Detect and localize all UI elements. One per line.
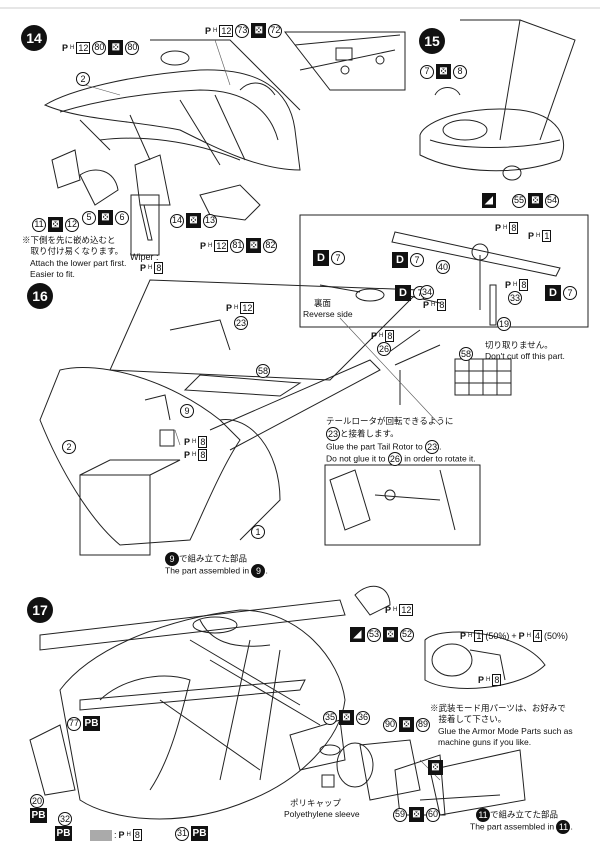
step-16-marker: 16 <box>27 283 53 309</box>
reverse-side-en: Reverse side <box>303 309 353 319</box>
part-34-label: 34 <box>420 285 434 299</box>
gray-swatch <box>90 829 112 841</box>
polycap-en: Polyethylene sleeve <box>284 809 360 819</box>
glue-icon: ⊠ <box>48 217 63 232</box>
glue-icon: ⊠ <box>186 213 201 228</box>
glue-icon: ⊠ <box>108 40 124 55</box>
glue-icon: ⊠ <box>98 210 113 225</box>
part-callout-90: 90 ⊠ 89 <box>383 717 430 732</box>
part-58-label: 58 <box>256 364 270 378</box>
tail-note-jp-1: テールロータが回転できるように <box>326 416 454 426</box>
cement-icon: ◢ <box>350 627 365 642</box>
part-callout-55: ◢ 55 ⊠ 54 <box>482 193 559 208</box>
part-pb-32: PB <box>55 826 72 841</box>
part-callout-glue-s17: ⊠ <box>428 760 443 775</box>
part-callout-5: 5 ⊠ 6 <box>82 210 129 225</box>
step-17-marker: 17 <box>27 597 53 623</box>
note-jp-14: ※下側を先に嵌め込むと 取り付け易くなります。 <box>22 235 124 256</box>
cement-icon: ◢ <box>482 193 496 208</box>
part-1-label: 1 <box>251 525 265 539</box>
part-9-label: 9 <box>180 404 194 418</box>
armor-note-jp: ※武装モード用パーツは、お好みで 接着して下さい。 <box>430 703 566 724</box>
glue-icon: ⊠ <box>383 627 398 642</box>
dont-cut-jp: 切り取りません。 <box>485 340 553 350</box>
part-33-label: 33 <box>508 291 522 305</box>
dont-cut-en: Don't cut off this part. <box>485 351 565 361</box>
part-callout-32: 32 <box>58 812 72 826</box>
glue-icon: ⊠ <box>339 710 354 725</box>
part-callout-35: 35 ⊠ 36 <box>323 710 370 725</box>
part-callout-59: 59 ⊠ 60 <box>393 807 440 822</box>
part-23-label: 23 <box>234 316 248 330</box>
glue-icon: ⊠ <box>246 238 262 253</box>
part-callout-14: 14 ⊠ 13 <box>170 213 217 228</box>
armor-note-en: Glue the Armor Mode Parts such as machin… <box>438 726 573 747</box>
glue-icon: ⊠ <box>409 807 424 822</box>
wiper-label: Wiper : <box>130 252 159 262</box>
glue-icon: ⊠ <box>436 64 451 79</box>
assembled-9-en: The part assembled in 9. <box>165 564 268 578</box>
part-2-label: 2 <box>76 72 90 86</box>
tail-note-en-1: Glue the part Tail Rotor to 23. <box>326 440 441 454</box>
step-14-marker: 14 <box>21 25 47 51</box>
part-callout-20: 20 <box>30 794 44 808</box>
glue-icon: ⊠ <box>251 23 267 38</box>
note-en-14: Attach the lower part first. Easier to f… <box>30 258 127 279</box>
assembled-11-en: The part assembled in 11. <box>470 820 573 834</box>
glue-icon: ⊠ <box>528 193 543 208</box>
part-callout-7: 7 ⊠ 8 <box>420 64 467 79</box>
part-40-label: 40 <box>436 260 450 274</box>
reverse-side-jp: 裏面 <box>314 298 332 308</box>
part-callout-53: ◢ 53 ⊠ 52 <box>350 627 414 642</box>
part-26-label: 26 <box>377 342 391 356</box>
part-19-label: 19 <box>497 317 511 331</box>
glue-icon: ⊠ <box>428 760 443 775</box>
glue-icon: ⊠ <box>399 717 414 732</box>
part-callout-11: 11 ⊠ 12 <box>32 217 79 232</box>
step-15-marker: 15 <box>419 28 445 54</box>
tail-note-en-2: Do not glue it to 26 in order to rotate … <box>326 452 476 466</box>
part-2-s16-label: 2 <box>62 440 76 454</box>
part-58-box-label: 58 <box>459 347 473 361</box>
polycap-jp: ポリキャップ <box>290 798 342 808</box>
part-pb-20: PB <box>30 808 47 823</box>
